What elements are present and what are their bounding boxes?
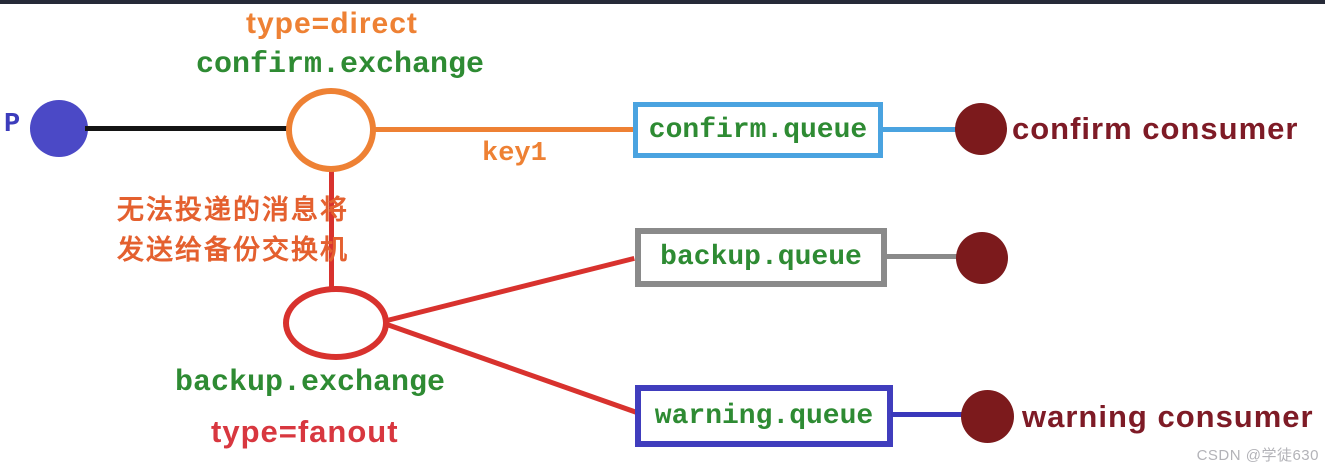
confirm-exchange-type-label: type=direct [246,7,418,40]
edge-backup-exchange-to-backup-queue [386,255,635,323]
warning-queue-label: warning.queue [654,400,874,432]
backup-exchange-name-label: backup.exchange [175,366,446,400]
edge-confirm-exchange-to-backup-exchange [329,168,334,291]
backup-exchange-node [283,286,389,360]
edge-confirm-exchange-to-confirm-queue [374,127,635,132]
confirm-consumer-label: confirm consumer [1012,111,1299,146]
warning-consumer-node [961,390,1014,443]
edge-confirm-queue-to-consumer [880,127,957,132]
top-dark-strip [0,0,1325,4]
backup-note-line1: 无法投递的消息将 [117,195,349,225]
csdn-watermark: CSDN @学徒630 [1196,447,1319,464]
confirm-exchange-node [286,88,376,172]
backup-queue-label: backup.queue [660,242,862,273]
confirm-exchange-name-label: confirm.exchange [196,48,485,82]
edge-backup-queue-to-consumer [885,254,957,259]
producer-node [30,100,88,157]
backup-note-line2: 发送给备份交换机 [117,235,349,265]
backup-exchange-type-label: type=fanout [211,414,399,449]
edge-warning-queue-to-consumer [891,412,964,417]
producer-label: P [4,110,21,140]
confirm-queue-label: confirm.queue [648,114,868,146]
edge-producer-to-confirm-exchange [85,126,289,131]
warning-consumer-label: warning consumer [1022,399,1314,434]
confirm-queue-box: confirm.queue [633,102,883,158]
backup-queue-box: backup.queue [635,228,887,287]
routing-key-label: key1 [482,139,547,169]
warning-queue-box: warning.queue [635,385,893,447]
backup-consumer-node [956,232,1008,284]
confirm-consumer-node [955,103,1007,155]
